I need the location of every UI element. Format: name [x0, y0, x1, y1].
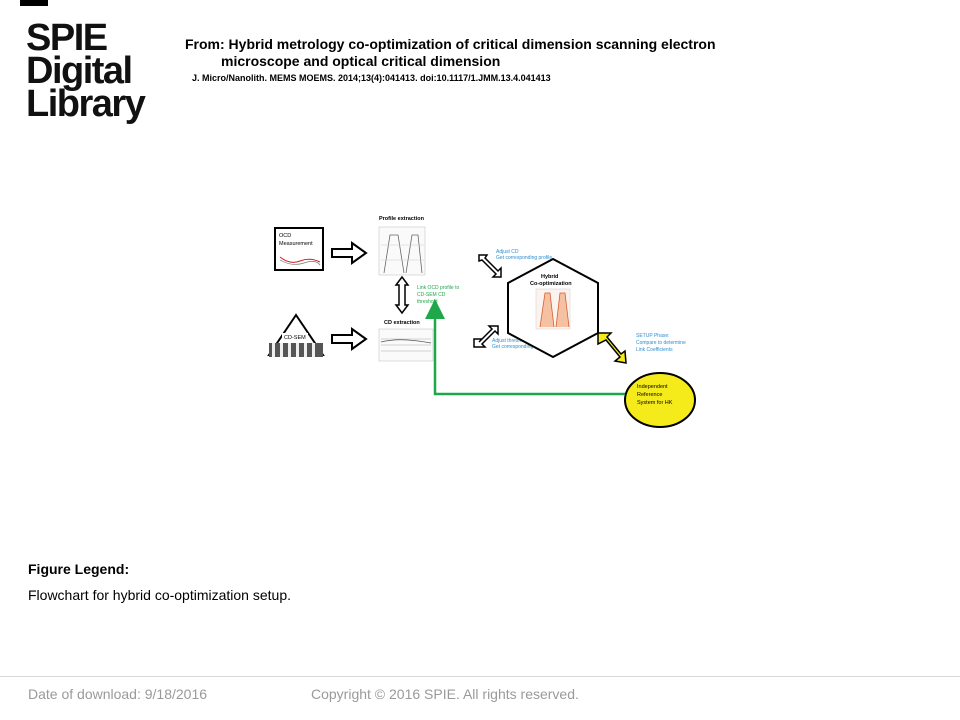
link-text-1: Link OCD profile to — [417, 285, 459, 291]
independent-reference-ellipse: Independent Reference System for HK — [624, 372, 696, 428]
adjust-threshold-2: Get corresponding CD — [492, 344, 542, 350]
figure-legend-title: Figure Legend: — [28, 561, 130, 577]
figure-legend-text: Flowchart for hybrid co-optimization set… — [28, 587, 291, 603]
article-title: From: Hybrid metrology co-optimization o… — [185, 36, 925, 70]
footer-divider — [0, 676, 960, 677]
reference-text-3: System for HK — [637, 400, 673, 406]
adjust-cd-2: Get corresponding profile — [496, 255, 552, 261]
ocd-measurement-box: OCD Measurement — [274, 227, 324, 271]
hybrid-title-2: Co-optimization — [530, 281, 572, 287]
hybrid-title-1: Hybrid — [541, 274, 558, 280]
hybrid-co-optimization-hexagon: Hybrid Co-optimization — [507, 257, 599, 359]
logo-line-3: Library — [26, 83, 146, 125]
cdsem-triangle: CD-SEM — [267, 313, 325, 357]
flowchart-figure: OCD Measurement CD-SEM Profile extractio… — [267, 216, 696, 428]
download-date: Date of download: 9/18/2016 — [28, 686, 208, 702]
citation: J. Micro/Nanolith. MEMS MOEMS. 2014;13(4… — [192, 73, 551, 83]
logo-line-2: Digital — [26, 50, 133, 92]
adjust-cd-1: Adjust CD — [496, 249, 519, 255]
link-text-2: CD-SEM CD — [417, 292, 446, 298]
setup-text-2: Compare to determine — [636, 340, 686, 346]
feedback-link-line — [425, 299, 625, 396]
adjust-threshold-arrow — [473, 325, 499, 348]
reference-text-2: Reference — [637, 392, 662, 398]
article-title-line-1: From: Hybrid metrology co-optimization o… — [185, 36, 716, 52]
adjust-cd-arrow — [478, 254, 502, 278]
ocd-arrow — [331, 241, 368, 265]
link-text-3: threshold — [417, 299, 438, 305]
profile-title: Profile extraction — [379, 216, 425, 222]
ocd-label-2: Measurement — [279, 241, 313, 247]
profile-extraction-panel: Profile extraction — [378, 216, 426, 276]
cd-title: CD extraction — [384, 320, 420, 326]
logo-line-1: SPIE — [26, 17, 108, 59]
cdsem-label: CD-SEM — [284, 335, 306, 341]
spie-digital-library-logo[interactable]: SPIE Digital Library — [26, 17, 156, 125]
adjust-threshold-1: Adjust threshold — [492, 338, 528, 344]
vertical-link-arrow — [394, 275, 410, 315]
setup-text-3: Link Coefficients — [636, 347, 673, 353]
top-accent-bar — [20, 0, 48, 6]
reference-text-1: Independent — [637, 384, 668, 390]
copyright-notice: Copyright © 2016 SPIE. All rights reserv… — [311, 686, 579, 702]
setup-arrow — [597, 332, 627, 364]
setup-text-1: SETUP Phase: — [636, 333, 670, 339]
ocd-label-1: OCD — [279, 233, 291, 239]
cd-extraction-panel: CD extraction — [378, 320, 434, 362]
article-title-line-2: microscope and optical critical dimensio… — [221, 53, 501, 69]
cdsem-arrow — [331, 327, 368, 351]
